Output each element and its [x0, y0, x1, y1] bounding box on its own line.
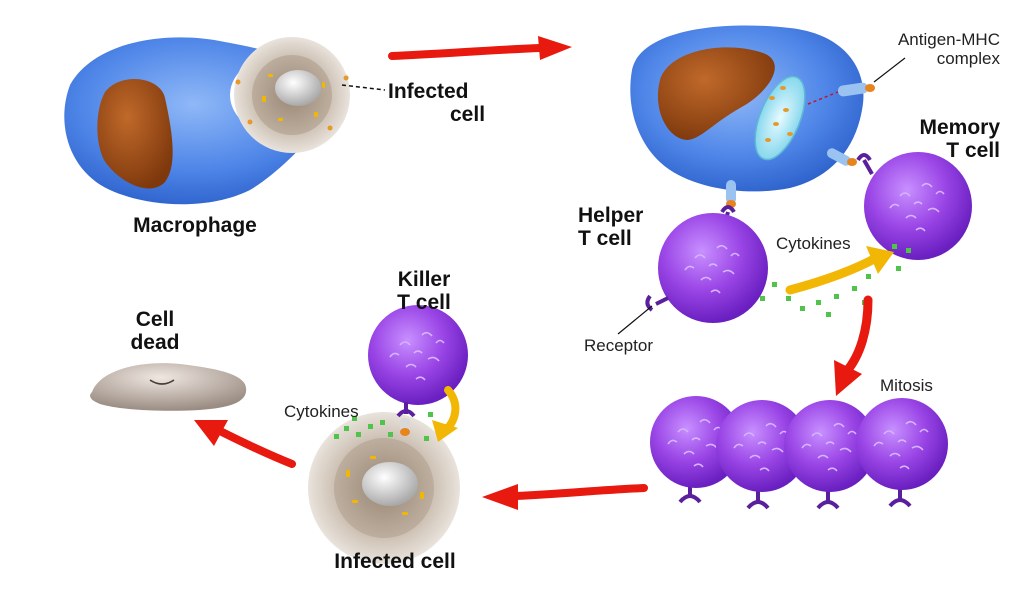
memory-t-cell-label: Memory T cell: [880, 116, 1000, 162]
mitosis-t-cells: [650, 396, 948, 510]
cytokines-left-label: Cytokines: [284, 402, 359, 421]
apc-nucleus: [657, 47, 775, 140]
yellow-arrow-right: [785, 246, 894, 295]
red-arrow-down: [834, 295, 873, 396]
infected-cell-pointer-top: [341, 84, 386, 91]
antigen-mhc-line2: complex: [936, 49, 1000, 68]
mitosis-t-cell-2: [716, 400, 808, 510]
macrophage-label: Macrophage: [133, 214, 257, 237]
helper-t-cell-line1: Helper: [578, 204, 644, 227]
memory-t-cell: [856, 152, 972, 260]
helper-t-cell: [645, 205, 768, 323]
antigen-presenting-cell: [630, 25, 864, 192]
infected-cell-bottom-nucleus: [362, 462, 418, 506]
cell-dead-line2: dead: [130, 331, 180, 354]
infected-cell-bottom: [308, 412, 460, 564]
helper-t-cell-label: Helper T cell: [578, 204, 643, 250]
dead-cell: [90, 363, 247, 411]
apc-mhc-to-memory: [826, 148, 857, 166]
infected-cell-top-line2: cell: [450, 103, 486, 126]
killer-t-cell-line1: Killer: [397, 268, 451, 291]
apc-mhc-to-helper: [726, 180, 736, 208]
engulfed-infected-cell: [234, 37, 350, 153]
red-arrow-bottom: [482, 484, 648, 510]
mitosis-t-cell-1: [650, 396, 742, 504]
helper-t-cell-line2: T cell: [578, 227, 632, 250]
cytokines-right-label: Cytokines: [776, 234, 851, 253]
killer-t-cell: [368, 305, 468, 436]
red-arrow-top: [388, 36, 572, 60]
yellow-arrow-left: [432, 386, 460, 442]
infected-cell-top-line1: Infected: [388, 80, 469, 103]
cell-dead-line1: Cell: [135, 308, 175, 331]
helper-receptor: [645, 294, 669, 312]
antigen-mhc-line1: Antigen-MHC: [897, 30, 1000, 49]
killer-t-cell-label: Killer T cell: [376, 268, 472, 314]
memory-t-cell-line2: T cell: [946, 139, 1000, 162]
mitosis-t-cell-4: [856, 398, 948, 508]
killer-t-cell-line2: T cell: [397, 291, 451, 314]
receptor-pointer: [617, 305, 653, 335]
antigen-mhc-complex-marker: [807, 82, 875, 105]
antigen-mhc-label: Antigen-MHC complex: [852, 30, 1000, 68]
mitosis-t-cell-3: [784, 400, 876, 510]
infected-cell-top-label: Infected cell: [388, 80, 485, 126]
mitosis-label: Mitosis: [880, 376, 933, 395]
macrophage-nucleus: [97, 79, 173, 189]
receptor-label: Receptor: [584, 336, 653, 355]
infected-cell-bottom-label: Infected cell: [334, 550, 456, 573]
red-arrow-dead: [194, 420, 296, 468]
memory-t-cell-line1: Memory: [919, 116, 1000, 139]
cell-dead-label: Cell dead: [110, 308, 200, 354]
engulfed-cell-nucleus: [275, 70, 321, 106]
antigen-mhc-pointer: [873, 57, 906, 83]
